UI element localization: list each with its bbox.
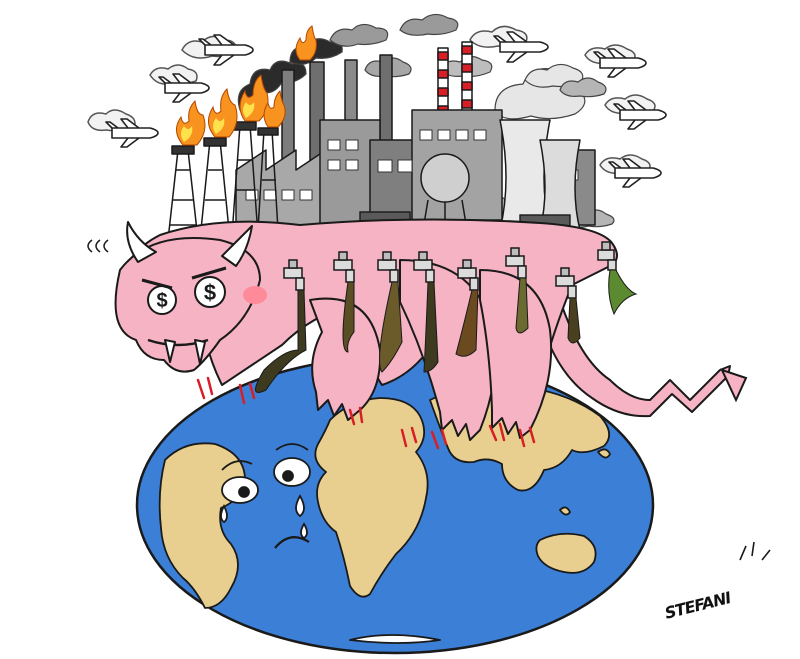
teardrop-icon bbox=[300, 522, 308, 540]
flame bbox=[176, 99, 206, 146]
airplane-icon bbox=[158, 73, 210, 103]
flame bbox=[263, 89, 286, 128]
faucet-icon bbox=[597, 241, 617, 271]
airplane-icon bbox=[493, 31, 549, 63]
cooling-tower bbox=[539, 139, 581, 231]
monster-fang bbox=[164, 339, 176, 363]
monster-fang bbox=[194, 339, 206, 365]
monster-horn bbox=[126, 221, 157, 263]
airplane-icon bbox=[593, 48, 647, 78]
gray-smoke bbox=[329, 23, 389, 47]
island bbox=[559, 506, 571, 516]
airplane-icon bbox=[198, 34, 254, 66]
monster-arm bbox=[479, 269, 553, 439]
monster-blush bbox=[243, 286, 267, 304]
oil-derrick-icon bbox=[167, 145, 199, 241]
monster-eye: $ bbox=[194, 276, 226, 308]
continent-antarctica bbox=[349, 634, 441, 644]
flame bbox=[208, 87, 238, 138]
monster-horn bbox=[221, 225, 253, 267]
earth-mouth bbox=[274, 536, 310, 549]
gray-smoke bbox=[559, 77, 607, 98]
teardrop-icon bbox=[220, 503, 228, 524]
monster-head bbox=[114, 237, 261, 373]
earth-face bbox=[220, 443, 311, 549]
teardrop-icon bbox=[295, 494, 305, 518]
monster-eye: $ bbox=[147, 285, 177, 315]
faucet-icon bbox=[505, 247, 527, 279]
monster-tail bbox=[539, 299, 731, 418]
monster-arm bbox=[309, 297, 382, 421]
faucet-icon bbox=[283, 259, 305, 291]
airplane-icon bbox=[608, 158, 662, 188]
airplane-icon bbox=[105, 118, 159, 148]
signature-flourish bbox=[739, 541, 771, 561]
sky-layer bbox=[87, 25, 667, 188]
trend-arrow-icon bbox=[720, 368, 748, 403]
dollar-sign: $ bbox=[204, 280, 216, 305]
dollar-sign: $ bbox=[156, 290, 167, 312]
greed-monster: $ $ bbox=[87, 218, 731, 441]
monster-brow bbox=[191, 266, 227, 280]
blood-scratches bbox=[196, 376, 536, 450]
flame bbox=[295, 25, 317, 61]
industry-skyline bbox=[167, 41, 596, 241]
cloud-icon bbox=[87, 109, 136, 132]
crying-earth bbox=[135, 355, 655, 655]
pollution-streams bbox=[255, 269, 638, 393]
faucet-icon bbox=[457, 259, 479, 291]
oil-derrick-icon bbox=[257, 127, 279, 231]
island bbox=[597, 448, 611, 459]
oil-derrick-icon bbox=[199, 137, 231, 241]
gray-smoke bbox=[399, 13, 459, 36]
monster-brow bbox=[141, 278, 173, 290]
continent-australia bbox=[535, 532, 597, 574]
continent-europe-africa bbox=[314, 397, 429, 598]
airplane-icon bbox=[613, 100, 667, 130]
